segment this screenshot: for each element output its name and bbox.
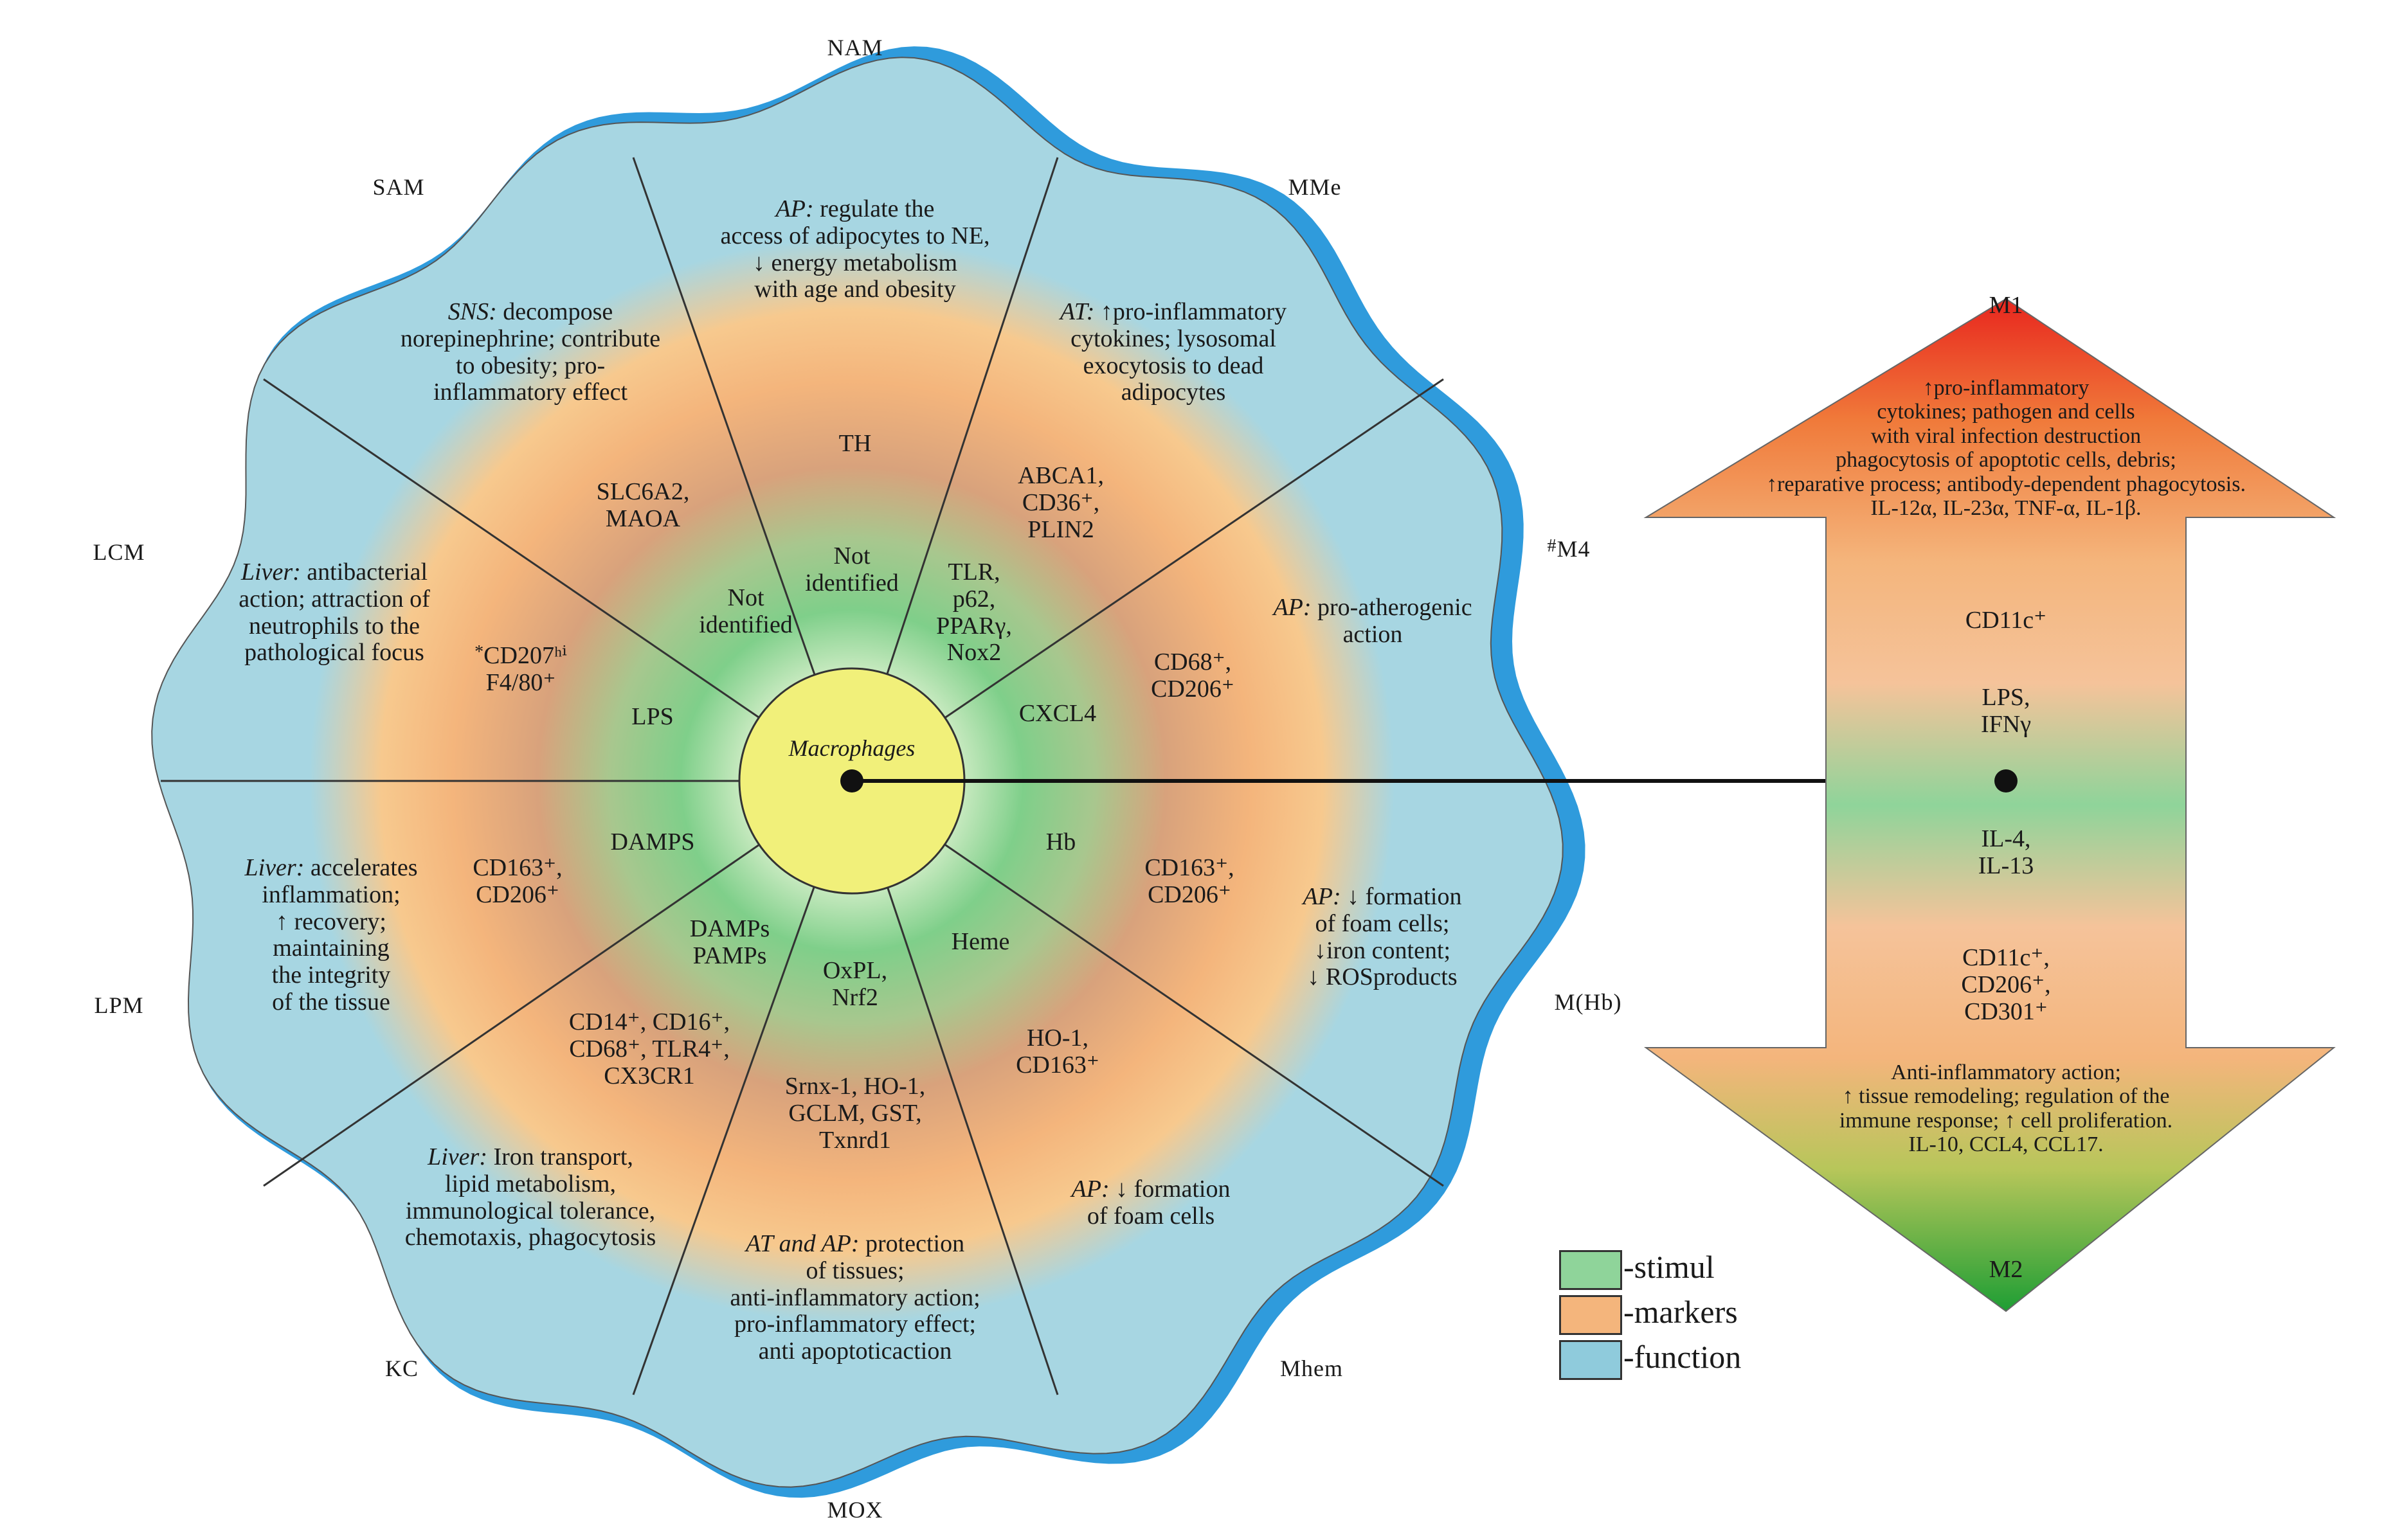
m4-text: M4 <box>1557 536 1591 562</box>
hub-dot <box>840 769 863 792</box>
m4-stimulus: CXCL4 <box>1018 700 1097 727</box>
center-label: Macrophages <box>788 735 916 761</box>
label-mhem: Mhem <box>1280 1356 1343 1381</box>
mox-function-prefix: AT and AP: <box>745 1230 860 1257</box>
lpm-function-prefix: Liver: <box>244 854 305 881</box>
lcm-marker: *CD207ʰⁱ F4/80⁺ <box>474 642 567 697</box>
legend-swatch-markers <box>1559 1295 1622 1335</box>
lpm-function-text: accelerates inflammation; ↑ recovery; ma… <box>262 854 418 1016</box>
m2-function: Anti-inflammatory action; ↑ tissue remod… <box>1839 1061 2173 1157</box>
kc-function: Liver: Iron transport, lipid metabolism,… <box>404 1143 656 1251</box>
sam-function-text: decompose norepinephrine; contribute to … <box>400 298 661 406</box>
m1-function: ↑pro-inflammatory cytokines; pathogen an… <box>1766 376 2246 520</box>
mox-stimulus: OxPL, Nrf2 <box>822 957 888 1011</box>
mox-function-text: protection of tissues; anti-inflammatory… <box>730 1230 980 1365</box>
sam-function: SNS: decompose norepinephrine; contribut… <box>400 298 661 406</box>
m4-function-prefix: AP: <box>1273 594 1312 621</box>
lcm-stimulus: LPS <box>631 703 674 730</box>
arrow-dot <box>1994 769 2018 792</box>
kc-stimulus: DAMPs PAMPs <box>689 915 770 969</box>
segment-divider <box>851 378 1444 782</box>
lcm-function-prefix: Liver: <box>240 559 301 586</box>
legend-label-markers: -markers <box>1623 1294 1738 1330</box>
mox-marker: Srnx-1, HO-1, GCLM, GST, Txnrd1 <box>784 1073 926 1154</box>
mhb-stimulus: Hb <box>1045 828 1076 855</box>
nam-marker: TH <box>838 430 872 457</box>
m4-marker: CD68⁺, CD206⁺ <box>1151 649 1234 703</box>
mme-function-prefix: AT: <box>1060 298 1095 325</box>
lcm-marker-mark: * <box>474 642 484 662</box>
mhem-function-prefix: AP: <box>1071 1176 1110 1203</box>
sam-marker: SLC6A2, MAOA <box>596 478 690 532</box>
kc-function-prefix: Liver: <box>428 1143 487 1170</box>
label-m4: #M4 <box>1547 536 1591 562</box>
label-sam: SAM <box>372 174 425 200</box>
mhem-stimulus: Heme <box>951 928 1010 955</box>
legend-swatch-stimul <box>1559 1250 1622 1290</box>
mhb-function-text: ↓ formation of foam cells; ↓iron content… <box>1307 883 1462 991</box>
mhb-function: AP: ↓ formation of foam cells; ↓iron con… <box>1303 883 1462 991</box>
lpm-function: Liver: accelerates inflammation; ↑ recov… <box>244 854 418 1016</box>
lcm-marker-text: CD207ʰⁱ F4/80⁺ <box>483 642 567 696</box>
segment-divider <box>851 780 1444 1187</box>
m1-m2-arrow <box>1643 298 2336 1312</box>
mhem-marker: HO-1, CD163⁺ <box>1016 1025 1099 1079</box>
m1-label: M1 <box>1989 292 2023 319</box>
mox-function: AT and AP: protection of tissues; anti-i… <box>730 1230 980 1365</box>
label-mhb: M(Hb) <box>1554 989 1622 1015</box>
mhem-function-text: ↓ formation of foam cells <box>1087 1176 1231 1230</box>
segment-divider <box>263 780 853 1187</box>
m4-mark: # <box>1547 536 1557 556</box>
nam-function-text: regulate the access of adipocytes to NE,… <box>720 195 990 303</box>
lpm-stimulus: DAMPS <box>610 828 695 855</box>
lpm-marker: CD163⁺, CD206⁺ <box>473 854 563 908</box>
sam-function-prefix: SNS: <box>447 298 497 325</box>
mme-function-text: ↑pro-inflammatory cytokines; lysosomal e… <box>1070 298 1287 406</box>
m4-function-text: pro-atherogenic action <box>1317 594 1472 648</box>
nam-function: AP: regulate the access of adipocytes to… <box>720 195 990 303</box>
lcm-function: Liver: antibacterial action; attraction … <box>239 559 430 667</box>
m2-stimulus: IL-4, IL-13 <box>1978 825 2034 879</box>
m2-label: M2 <box>1989 1256 2023 1283</box>
m1-stimulus: LPS, IFNγ <box>1980 684 2032 738</box>
mme-stimulus: TLR, p62, PPARγ, Nox2 <box>936 559 1012 667</box>
legend-swatch-function <box>1559 1340 1622 1380</box>
mhb-function-prefix: AP: <box>1303 883 1341 910</box>
legend-label-stimul: -stimul <box>1623 1249 1715 1285</box>
label-mme: MMe <box>1288 174 1342 200</box>
mme-function: AT: ↑pro-inflammatory cytokines; lysosom… <box>1060 298 1287 406</box>
nam-stimulus: Not identified <box>805 542 899 596</box>
m2-marker: CD11c⁺, CD206⁺, CD301⁺ <box>1961 944 2051 1025</box>
kc-marker: CD14⁺, CD16⁺, CD68⁺, TLR4⁺, CX3CR1 <box>568 1008 730 1089</box>
segment-divider <box>263 378 853 782</box>
label-nam: NAM <box>827 35 883 60</box>
lcm-function-text: antibacterial action; attraction of neut… <box>239 559 430 667</box>
m4-function: AP: pro-atherogenic action <box>1273 594 1472 649</box>
mhem-function: AP: ↓ formation of foam cells <box>1072 1176 1231 1230</box>
sam-stimulus: Not identified <box>699 584 793 638</box>
nam-function-prefix: AP: <box>775 195 814 222</box>
label-lcm: LCM <box>93 539 145 565</box>
label-mox: MOX <box>827 1497 883 1523</box>
label-kc: KC <box>384 1356 419 1381</box>
mme-marker: ABCA1, CD36⁺, PLIN2 <box>1017 462 1105 543</box>
legend-label-function: -function <box>1623 1339 1742 1375</box>
m1-marker: CD11c⁺ <box>1965 607 2047 634</box>
kc-function-text: Iron transport, lipid metabolism, immuno… <box>404 1143 656 1251</box>
mhb-marker: CD163⁺, CD206⁺ <box>1144 854 1234 908</box>
label-lpm: LPM <box>94 992 144 1018</box>
